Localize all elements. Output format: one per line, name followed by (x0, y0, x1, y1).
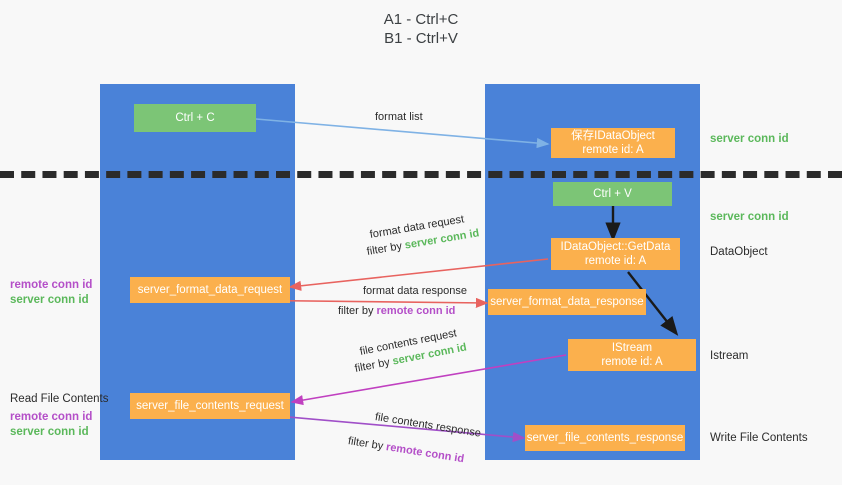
side-label-server-conn-id-top: server conn id (710, 133, 789, 145)
node-istream-line1: IStream (611, 342, 653, 354)
edge-label-format-list: format list (375, 110, 423, 125)
filter-by-text-1: filter by (365, 240, 403, 258)
node-save-idataobject-line1: 保存IDataObject (571, 130, 655, 142)
node-server-file-contents-request-label: server_file_contents_request (136, 400, 284, 412)
left-labels-file-contents: remote conn id server conn id (10, 410, 92, 440)
side-label-read-file-contents: Read File Contents (10, 393, 109, 405)
node-istream[interactable]: IStream remote id: A (568, 339, 696, 371)
file-contents-response-text: file contents response (374, 411, 482, 440)
side-label-server-conn-id-mid: server conn id (710, 211, 789, 223)
remote-conn-id-text-1: remote conn id (376, 305, 456, 317)
side-label-istream: Istream (710, 350, 749, 362)
filter-by-text-2: filter by (338, 305, 374, 317)
node-server-file-contents-response[interactable]: server_file_contents_response (525, 425, 685, 451)
node-server-file-contents-response-label: server_file_contents_response (526, 432, 684, 444)
format-data-response-text: format data response (363, 285, 467, 297)
node-ctrl-v-label: Ctrl + V (593, 188, 632, 200)
node-server-format-data-request[interactable]: server_format_data_request (130, 277, 290, 303)
node-idataobject-getdata-line2: remote id: A (584, 255, 647, 267)
side-label-dataobject: DataObject (710, 246, 768, 258)
format-list-text: format list (375, 111, 423, 123)
node-ctrl-v[interactable]: Ctrl + V (553, 182, 672, 206)
left-label-server-conn-id-2: server conn id (10, 426, 89, 438)
node-istream-line2: remote id: A (601, 356, 663, 368)
edge-label-format-data-response: format data response (363, 284, 467, 299)
node-ctrl-c-label: Ctrl + C (175, 112, 215, 124)
node-server-format-data-response[interactable]: server_format_data_response (488, 289, 646, 315)
node-ctrl-c[interactable]: Ctrl + C (134, 104, 256, 132)
left-label-server-conn-id-1: server conn id (10, 294, 89, 306)
node-server-format-data-request-label: server_format_data_request (137, 284, 283, 296)
edge-label-file-contents-response: file contents response (374, 410, 482, 442)
phase-divider (0, 171, 842, 178)
node-server-format-data-response-label: server_format_data_response (490, 296, 644, 308)
filter-by-text-4: filter by (347, 435, 385, 453)
left-labels-format: remote conn id server conn id (10, 278, 92, 308)
page-title: A1 - Ctrl+C B1 - Ctrl+V (383, 11, 459, 47)
edge-label-file-contents-response-filter: filter by remote conn id (347, 434, 465, 467)
node-save-idataobject-line2: remote id: A (582, 144, 644, 156)
left-label-remote-conn-id-2: remote conn id (10, 411, 93, 423)
edge-label-format-data-response-filter: filter by remote conn id (338, 304, 455, 319)
remote-conn-id-text-2: remote conn id (385, 441, 465, 466)
filter-by-text-3: filter by (353, 356, 391, 375)
node-idataobject-getdata-line1: IDataObject::GetData (560, 241, 671, 253)
node-server-file-contents-request[interactable]: server_file_contents_request (130, 393, 290, 419)
node-save-idataobject[interactable]: 保存IDataObject remote id: A (551, 128, 675, 158)
side-label-write-file-contents: Write File Contents (710, 432, 808, 444)
node-idataobject-getdata[interactable]: IDataObject::GetData remote id: A (551, 238, 680, 270)
left-label-remote-conn-id-1: remote conn id (10, 279, 93, 291)
